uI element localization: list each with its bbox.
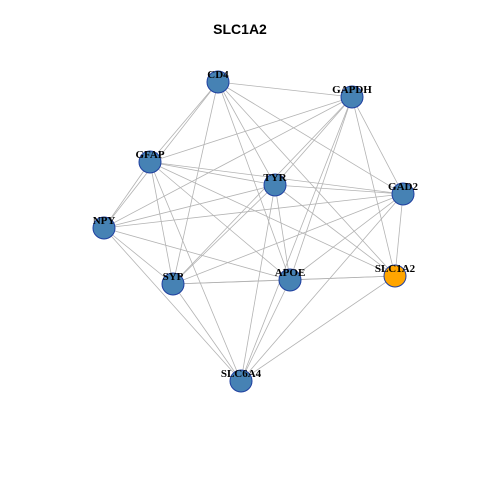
edge-cd4-tyr bbox=[217, 81, 276, 186]
edge-cd4-gad2 bbox=[217, 81, 404, 195]
node-syp bbox=[161, 272, 185, 296]
edge-gfap-tyr bbox=[149, 161, 276, 186]
edge-syp-slc6a4 bbox=[172, 283, 242, 382]
edge-gfap-npy bbox=[103, 161, 151, 229]
edge-tyr-slc1a2 bbox=[274, 184, 396, 277]
edge-gapdh-syp bbox=[172, 96, 353, 285]
edge-cd4-slc1a2 bbox=[217, 81, 396, 277]
edge-npy-apoe bbox=[103, 227, 291, 281]
edge-gapdh-gfap bbox=[149, 96, 353, 163]
edge-gad2-slc6a4 bbox=[240, 193, 404, 382]
edge-gfap-slc1a2 bbox=[149, 161, 396, 277]
edge-gad2-apoe bbox=[289, 193, 404, 281]
node-label-slc1a2: SLC1A2 bbox=[375, 263, 416, 275]
node-slc6a4 bbox=[229, 369, 253, 393]
edge-gapdh-tyr bbox=[274, 96, 353, 186]
edge-gfap-slc6a4 bbox=[149, 161, 242, 382]
edge-gfap-apoe bbox=[149, 161, 291, 281]
edge-gad2-slc1a2 bbox=[394, 193, 404, 277]
edge-gapdh-npy bbox=[103, 96, 353, 229]
node-gfap bbox=[138, 150, 162, 174]
edge-gapdh-slc1a2 bbox=[351, 96, 396, 277]
node-cd4 bbox=[206, 70, 230, 94]
edge-gapdh-gad2 bbox=[351, 96, 404, 195]
node-label-syp: SYP bbox=[163, 271, 184, 283]
node-apoe bbox=[278, 268, 302, 292]
edge-tyr-apoe bbox=[274, 184, 291, 281]
edge-apoe-slc1a2 bbox=[289, 275, 396, 281]
node-label-npy: NPY bbox=[93, 215, 116, 227]
edge-gfap-syp bbox=[149, 161, 174, 285]
node-label-apoe: APOE bbox=[275, 267, 306, 279]
edge-slc1a2-slc6a4 bbox=[240, 275, 396, 382]
edge-tyr-npy bbox=[103, 184, 276, 229]
edge-tyr-slc6a4 bbox=[240, 184, 276, 382]
edge-npy-slc6a4 bbox=[103, 227, 242, 382]
edge-gad2-npy bbox=[103, 193, 404, 229]
node-label-cd4: CD4 bbox=[207, 69, 229, 81]
edge-cd4-gapdh bbox=[217, 81, 353, 98]
plot-title: SLC1A2 bbox=[213, 21, 267, 37]
edge-npy-syp bbox=[103, 227, 174, 285]
edge-gapdh-slc6a4 bbox=[240, 96, 353, 382]
node-label-gfap: GFAP bbox=[135, 149, 164, 161]
edge-cd4-gfap bbox=[149, 81, 219, 163]
node-npy bbox=[92, 216, 116, 240]
node-gapdh bbox=[340, 85, 364, 109]
node-label-slc6a4: SLC6A4 bbox=[221, 368, 262, 380]
edge-cd4-npy bbox=[103, 81, 219, 229]
node-label-gapdh: GAPDH bbox=[332, 84, 372, 96]
node-label-gad2: GAD2 bbox=[388, 181, 418, 193]
node-tyr bbox=[263, 173, 287, 197]
edge-tyr-gad2 bbox=[274, 184, 404, 195]
node-label-tyr: TYR bbox=[263, 172, 287, 184]
edge-tyr-syp bbox=[172, 184, 276, 285]
node-slc1a2 bbox=[383, 264, 407, 288]
edge-gad2-syp bbox=[172, 193, 404, 285]
node-layer bbox=[92, 70, 415, 393]
node-gad2 bbox=[391, 182, 415, 206]
edge-apoe-slc6a4 bbox=[240, 279, 291, 382]
edge-layer bbox=[103, 81, 404, 382]
